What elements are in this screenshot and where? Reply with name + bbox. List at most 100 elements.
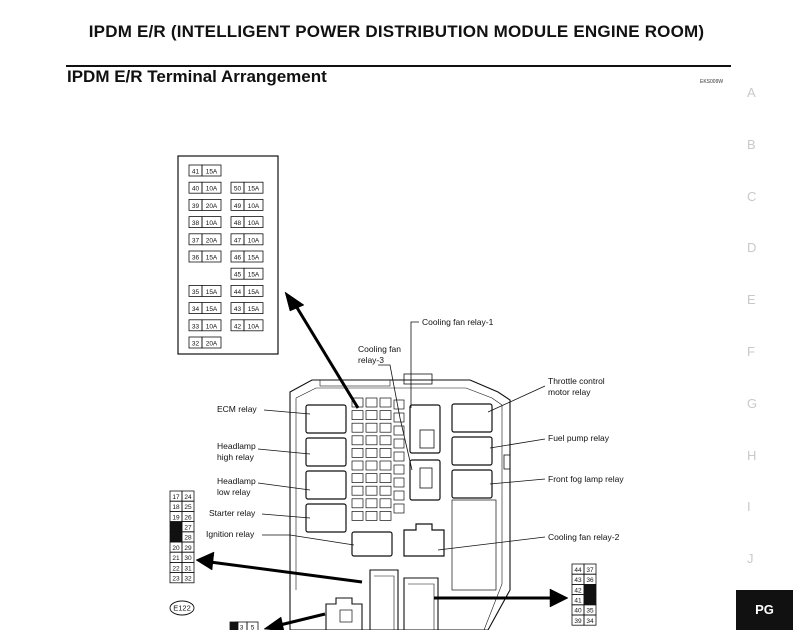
page-header-title: IPDM E/R (INTELLIGENT POWER DISTRIBUTION… — [88, 22, 705, 41]
label-ignition-relay: Ignition relay — [206, 529, 255, 539]
fuse-slot — [393, 503, 405, 514]
housing-connectors — [325, 569, 439, 630]
throttle-control-motor-relay-socket — [451, 403, 493, 433]
fuse-amperage: 10A — [206, 220, 218, 227]
connector-id-label: E122 — [173, 604, 191, 613]
connector-pin-number: 32 — [184, 576, 192, 583]
fuse-slot — [393, 477, 405, 488]
fuse-amperage: 20A — [206, 237, 218, 244]
connector-pin-number: 37 — [586, 567, 594, 574]
fuse-amperage: 15A — [248, 186, 260, 193]
fuse-amperage: 15A — [206, 306, 218, 313]
fuse-number: 42 — [234, 323, 242, 330]
side-index-letter[interactable]: B — [747, 137, 756, 152]
front-fog-lamp-relay-socket — [451, 469, 493, 499]
fuse-slot — [379, 485, 392, 496]
fuse-slot — [393, 490, 405, 501]
fuse-slot — [365, 485, 378, 496]
connector-pin-number: 44 — [574, 567, 582, 574]
fuse-number: 38 — [192, 220, 200, 227]
connector-pin-number: 40 — [574, 608, 582, 615]
side-index-letter[interactable]: F — [747, 344, 755, 359]
fuse-number: 45 — [234, 272, 242, 279]
headlamp-low-relay-socket — [305, 470, 347, 500]
fuse-cell: 39 20A — [188, 198, 222, 211]
connector-pin-number: 39 — [574, 618, 582, 625]
side-index-letter[interactable]: C — [747, 189, 757, 204]
connector-pin-number: 29 — [184, 545, 192, 552]
section-divider — [66, 65, 731, 67]
fuse-amperage: 15A — [248, 272, 260, 279]
cooling-fan-relay-2-socket — [403, 523, 445, 557]
fuse-slot — [379, 397, 392, 408]
headlamp-high-relay-socket — [305, 437, 347, 467]
fuse-amperage: 10A — [248, 323, 260, 330]
fuse-amperage: 10A — [206, 323, 218, 330]
connector-pin-number: 25 — [184, 504, 192, 511]
connector-pin-number: 42 — [574, 587, 582, 594]
connector-pin-number: 41 — [574, 598, 582, 605]
fuse-number: 34 — [192, 306, 200, 313]
connector-pin-number: 34 — [586, 618, 594, 625]
connector-pin-number: 17 — [172, 494, 180, 501]
fuse-number: 39 — [192, 203, 200, 210]
connector-pin-number: 36 — [586, 577, 594, 584]
fuse-cell: 34 15A — [188, 302, 222, 315]
side-index-letter[interactable]: E — [747, 292, 756, 307]
fuse-amperage: 10A — [248, 220, 260, 227]
fuse-slot — [365, 498, 378, 509]
fuse-slot — [351, 422, 364, 433]
fuse-amperage: 15A — [206, 169, 218, 176]
fuse-cell: 45 15A — [230, 267, 264, 280]
fuse-amperage: 10A — [248, 237, 260, 244]
section-title: IPDM E/R Terminal Arrangement — [67, 67, 327, 86]
connector-pin — [583, 594, 597, 606]
fuse-slot — [351, 473, 364, 483]
fuse-number: 46 — [234, 255, 242, 262]
fuse-slot — [351, 460, 364, 471]
fuse-slot — [365, 410, 378, 420]
fuse-slot — [379, 435, 392, 446]
fuse-slot — [393, 425, 405, 436]
fuse-amperage: 20A — [206, 341, 218, 348]
fuse-slot — [351, 485, 364, 496]
ipdm-housing — [289, 373, 511, 630]
label-cooling-fan-relay-2: Cooling fan relay-2 — [548, 532, 620, 542]
connector-pin-number: 5 — [251, 625, 255, 630]
side-index-letter[interactable]: I — [747, 499, 751, 514]
side-index-letter[interactable]: H — [747, 448, 757, 463]
side-index-letter[interactable]: A — [747, 85, 756, 100]
page-tab[interactable]: PG — [736, 590, 793, 630]
connector-pin — [583, 584, 597, 596]
fuse-slot — [393, 451, 405, 462]
fuse-number: 43 — [234, 306, 242, 313]
connector-pin-number: 28 — [184, 535, 192, 542]
connector-pin — [169, 531, 183, 543]
fuse-slot — [379, 498, 392, 509]
connector-pin — [181, 572, 195, 584]
fuse-number: 48 — [234, 220, 242, 227]
label-fuel-pump-relay: Fuel pump relay — [548, 433, 609, 443]
fuse-amperage: 20A — [206, 203, 218, 210]
connector-pin-number: 19 — [172, 514, 180, 521]
side-index-letter[interactable]: D — [747, 240, 757, 255]
fuse-number: 36 — [192, 255, 200, 262]
fuse-number: 37 — [192, 237, 200, 244]
fuse-slot — [365, 422, 378, 433]
side-index-letter[interactable]: J — [747, 551, 754, 566]
fuse-amperage: 15A — [206, 255, 218, 262]
connector-pin-number: 21 — [172, 555, 180, 562]
fuse-amperage: 15A — [248, 255, 260, 262]
side-index-letter[interactable]: G — [747, 396, 758, 411]
fuse-number: 44 — [234, 289, 242, 296]
fuse-slot — [351, 511, 364, 521]
